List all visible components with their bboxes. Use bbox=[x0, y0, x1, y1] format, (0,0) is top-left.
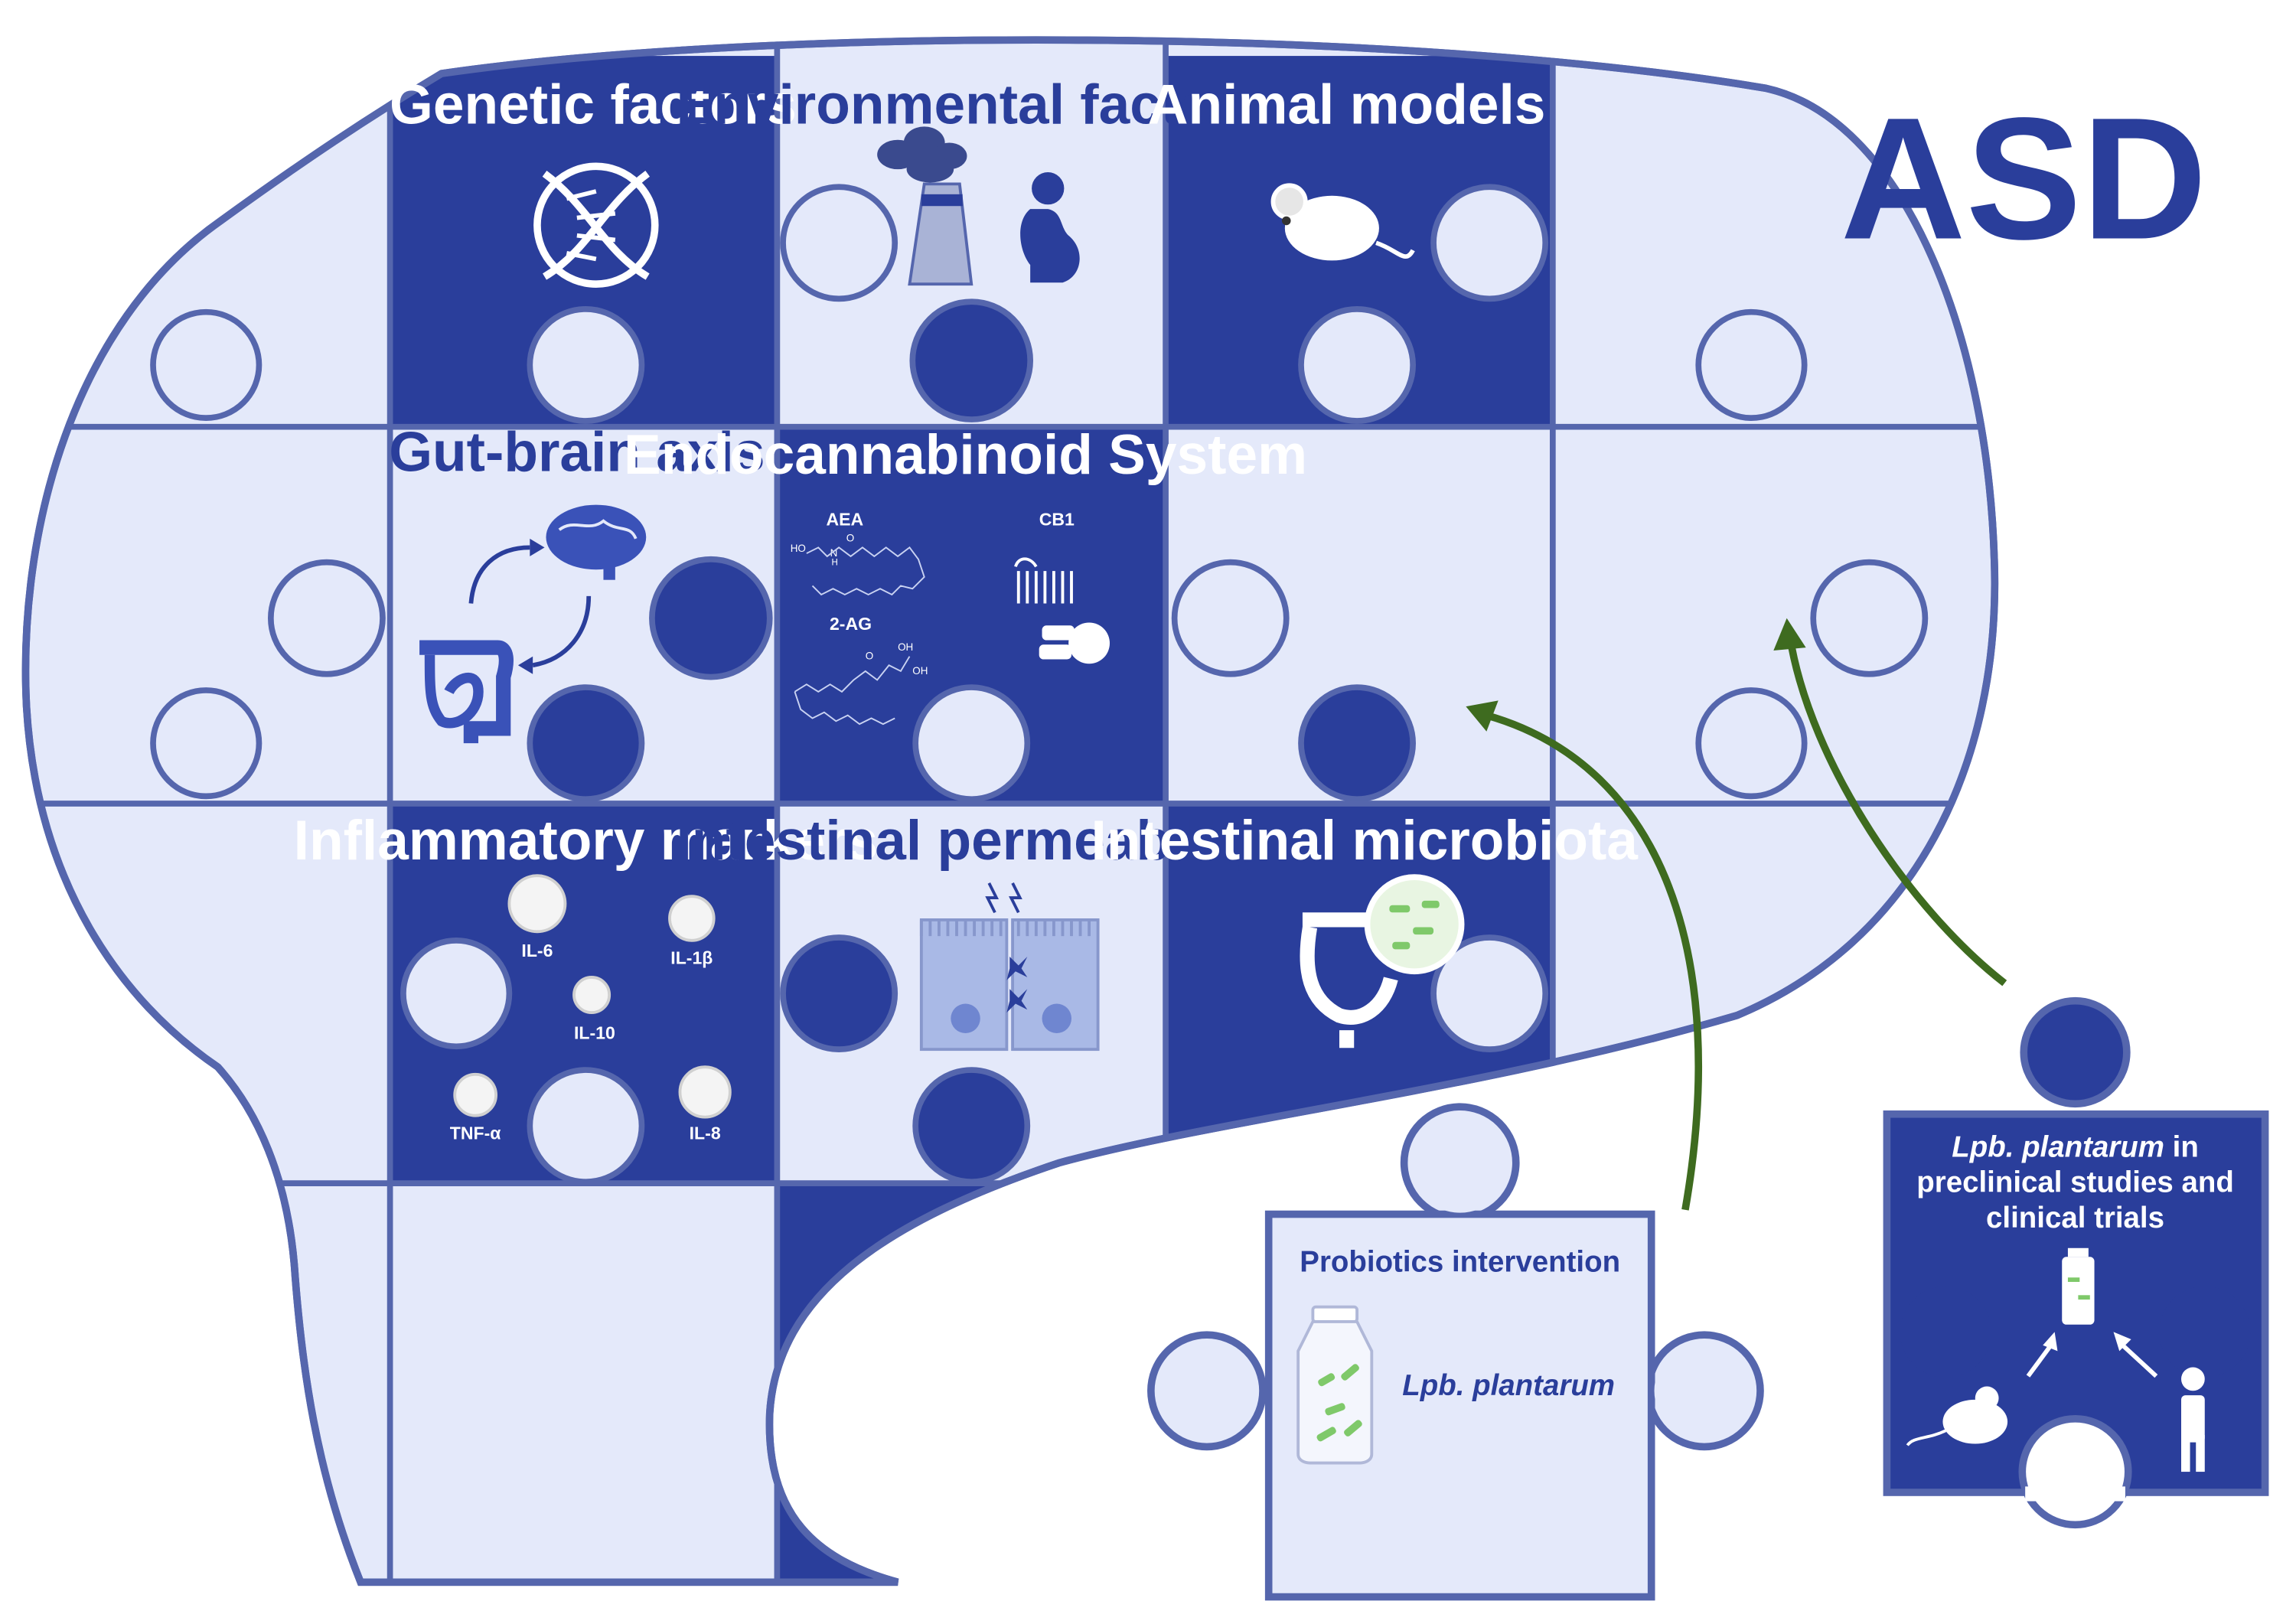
knob-animal-right bbox=[1430, 184, 1549, 302]
marker-spheres bbox=[453, 874, 732, 1119]
marker-label-il6: IL-6 bbox=[521, 941, 553, 960]
knob-ecs-left bbox=[649, 556, 773, 680]
sphere-il10 bbox=[572, 976, 612, 1014]
knob-ecs-right bbox=[1171, 559, 1290, 677]
tile-title-gut-brain: Gut-brain axis bbox=[389, 421, 765, 483]
studies-arrow bbox=[1786, 635, 2007, 986]
aea-o-label: O bbox=[846, 533, 854, 544]
knob-permeability-left bbox=[780, 934, 899, 1052]
marker-label-il1b: IL-1β bbox=[670, 948, 713, 968]
knob-ecs-bottom bbox=[912, 684, 1031, 803]
sphere-il6 bbox=[507, 874, 567, 934]
brain-puzzle bbox=[21, 36, 1999, 1587]
probiotics-title: Probiotics intervention bbox=[1300, 1246, 1620, 1279]
probiotics-arrowhead bbox=[1466, 700, 1499, 732]
small-bottle-icon bbox=[2062, 1247, 2095, 1325]
aea-nh-label: N bbox=[830, 547, 838, 559]
marker-label-il10: IL-10 bbox=[574, 1023, 615, 1043]
knob-inflammatory-bottom bbox=[527, 1067, 645, 1185]
asd-title: ASD bbox=[1841, 83, 2207, 276]
mouse-icon bbox=[1270, 183, 1415, 261]
tile-title-permeability: Intestinal permeability bbox=[677, 810, 1267, 872]
tile-title-environmental: Environmental factors bbox=[677, 74, 1267, 136]
dna-icon bbox=[533, 162, 659, 288]
cb1-receptor-icon bbox=[1014, 557, 1110, 664]
study-mouse-icon bbox=[1906, 1386, 2008, 1446]
knob-row1-right bbox=[1695, 308, 1808, 421]
knob-left-edge bbox=[400, 938, 513, 1050]
aea-ho-label: HO bbox=[791, 543, 806, 554]
lightning-icon bbox=[985, 882, 1000, 914]
study-arrows bbox=[2026, 1340, 2158, 1378]
sphere-il1b bbox=[668, 895, 716, 942]
brain-icon bbox=[546, 504, 647, 580]
knob-inflammatory-top bbox=[527, 684, 645, 803]
ag-oh1-label: OH bbox=[898, 641, 913, 653]
knob-row2-far-left bbox=[150, 687, 263, 800]
probiotics-piece bbox=[1147, 1103, 1764, 1601]
marker-label-il8: IL-8 bbox=[690, 1123, 721, 1143]
knob-row1-far-left bbox=[150, 308, 263, 421]
epithelium-icon bbox=[919, 882, 1100, 1052]
probiotics-strain: Lpb. plantarum bbox=[1402, 1369, 1615, 1402]
sphere-tnfa bbox=[453, 1072, 497, 1117]
label-aea: AEA bbox=[826, 510, 863, 530]
ag-oh2-label: OH bbox=[912, 665, 928, 677]
sphere-il8 bbox=[678, 1065, 732, 1119]
knob-animal-bottom bbox=[1298, 306, 1416, 424]
aea-h-label: H bbox=[832, 558, 838, 567]
probiotics-arrow bbox=[1485, 711, 1703, 1211]
factory-chimney-icon bbox=[877, 126, 974, 286]
cycle-arrow-up-icon bbox=[468, 545, 530, 604]
cycle-arrow-down-icon bbox=[532, 595, 592, 668]
studies-line3: clinical trials bbox=[1986, 1202, 2164, 1234]
aea-molecule-icon bbox=[806, 546, 925, 596]
knob-gutbrain-left bbox=[268, 559, 386, 677]
knob-right-edge bbox=[1810, 559, 1929, 677]
tile-title-microbiota: Intestinal microbiota bbox=[1091, 810, 1639, 872]
label-2ag: 2-AG bbox=[830, 614, 872, 634]
tile-lower-dark-bg bbox=[777, 1183, 1166, 1583]
knob-row2-right bbox=[1695, 687, 1808, 800]
knob-center-bottom bbox=[912, 1067, 1031, 1185]
tile-title-ecs: Endocannabinoid System bbox=[624, 424, 1307, 486]
knob-genetic-bottom bbox=[527, 306, 645, 424]
knob-environment-left bbox=[780, 184, 899, 302]
studies-piece bbox=[1883, 996, 2269, 1529]
knob-microbiota-right bbox=[1430, 934, 1549, 1052]
intestine-icon bbox=[419, 640, 514, 744]
knob-ecs-top bbox=[909, 298, 1033, 422]
marker-label-tnfa: TNF-α bbox=[450, 1123, 501, 1143]
puzzle-grid-lines bbox=[25, 40, 1995, 1583]
2ag-molecule-icon bbox=[794, 656, 911, 726]
studies-line1: Lpb. plantarum in bbox=[1952, 1131, 2199, 1164]
ag-o-label: O bbox=[866, 651, 873, 662]
label-cb1: CB1 bbox=[1039, 510, 1075, 530]
studies-line2: preclinical studies and bbox=[1916, 1166, 2234, 1199]
tile-title-inflammatory: Inflammatory markers bbox=[294, 810, 878, 872]
tile-title-genetic: Genetic factors bbox=[390, 74, 797, 136]
probiotic-bottle-icon bbox=[1296, 1305, 1374, 1465]
tile-title-animal: Animal models bbox=[1148, 74, 1546, 136]
knob-microbiota-top bbox=[1298, 684, 1416, 803]
pregnant-woman-icon bbox=[1020, 172, 1080, 283]
microbiota-intestine-icon bbox=[1300, 874, 1465, 1048]
human-icon bbox=[2181, 1367, 2205, 1472]
studies-arrowhead bbox=[1773, 618, 1806, 651]
